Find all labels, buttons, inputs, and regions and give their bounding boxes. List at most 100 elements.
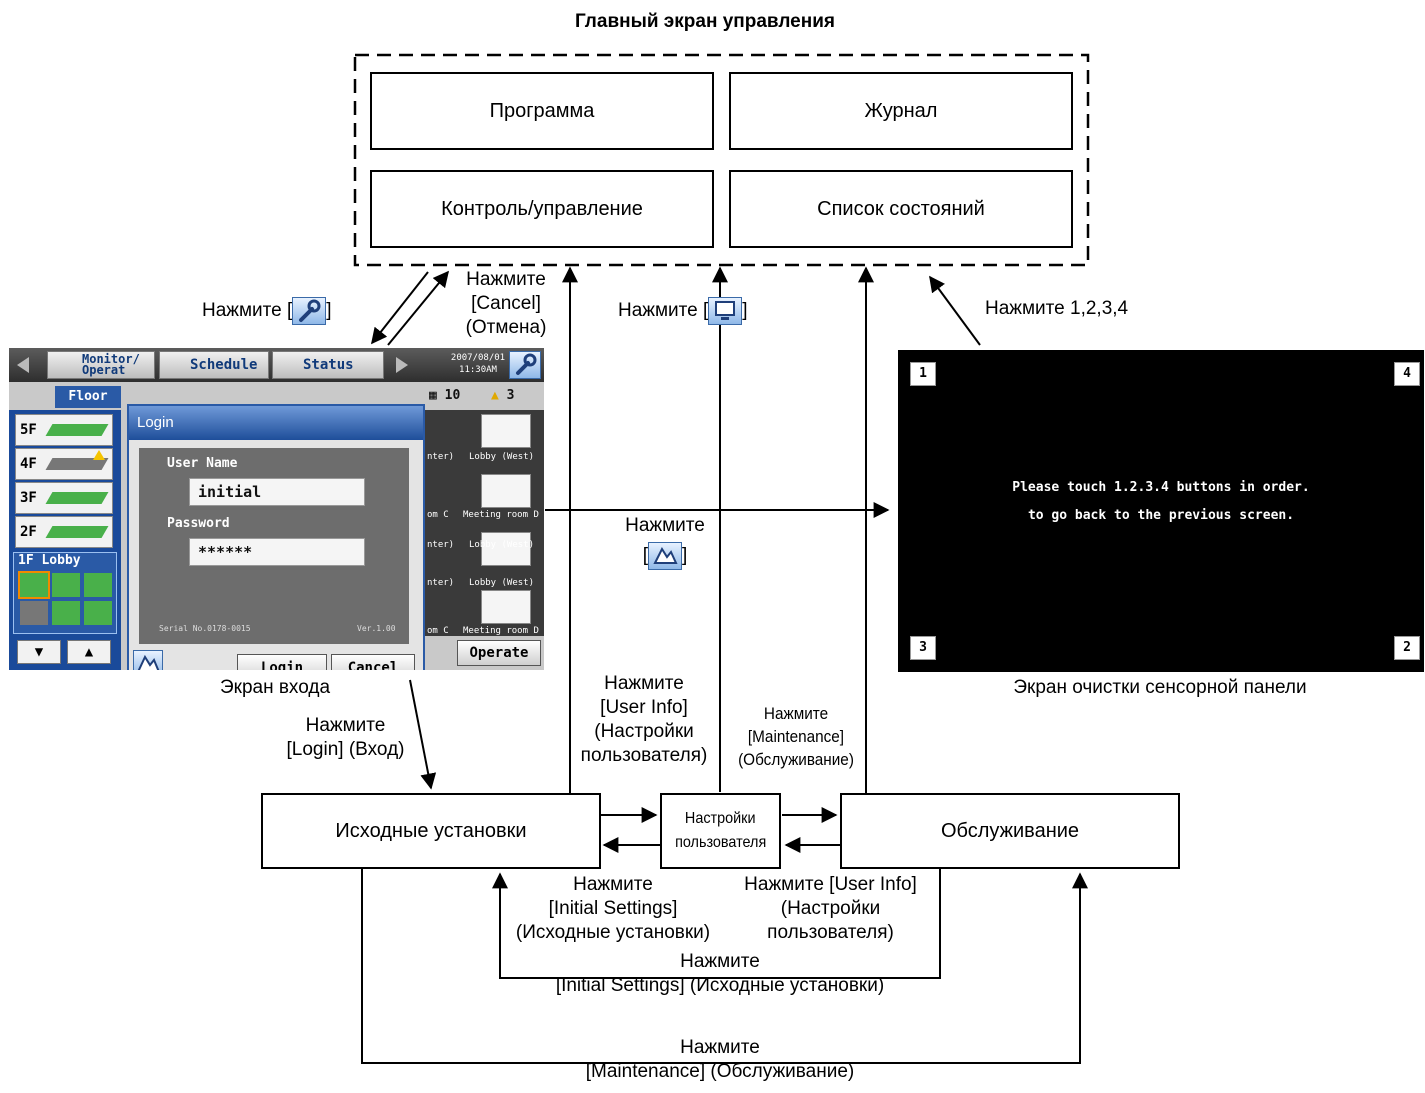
lobby-cell [20,601,48,625]
label-userinfo-2: (Настройки [594,721,694,742]
unit-label: om C [427,510,449,520]
label-initial-1: [Initial Settings] [548,898,678,919]
floor-map-icon [45,492,109,504]
clean-message-line1: Please touch 1.2.3.4 buttons in order. [1012,480,1310,495]
floor-map-icon [45,424,109,436]
version-number: Ver.1.00 [357,624,396,633]
warning-icon [93,450,105,460]
arrow-to-login [371,271,429,345]
unit-label: nter) [427,578,455,588]
tab-monitor-line1: Monitor/ [82,352,140,366]
label-maint-press: Нажмите [763,704,829,723]
arrow-initial-to-maint [361,867,1088,1064]
arrow-clean-to-main [929,275,981,346]
alert-triangle-icon: ▲ [491,388,499,403]
arrow-login-to-initial [409,679,437,790]
label-login-2: [Login] (Вход) [286,739,405,760]
login-datetime: 2007/08/01 11:30AM [447,352,509,376]
password-field: ****** [189,538,365,566]
cancel-button: Cancel [331,654,415,670]
login-dialog: Login User Name initial Password ****** … [127,404,425,670]
clean-button-4: 4 [1394,362,1420,386]
label-ui-right-1: Нажмите [User Info] [744,874,917,895]
login-time: 11:30AM [459,365,497,375]
label-maint-1: [Maintenance] [747,727,845,746]
tab-schedule: Schedule [159,351,269,379]
label-press-1234: Нажмите 1,2,3,4 [985,298,1129,319]
floor-tab: Floor [55,386,121,408]
label-press-login: Нажмите [Login] (Вход) [268,714,423,762]
label-press-wrench: Нажмите [ ] [202,297,332,325]
label-clean-icon-line: [ ] [620,542,710,570]
unit-label: Meeting room D [463,626,539,636]
tab-status: Status [272,351,384,379]
wrench-icon [292,297,327,325]
label-ui-right-2: (Настройки [780,898,881,919]
label-press-clean: Нажмите [ ] [620,514,710,570]
password-label: Password [167,516,230,531]
label-userinfo-1: [User Info] [600,697,688,718]
label-press-monitor: Нажмите [ ] [618,297,748,325]
arrow-cancel [387,270,450,346]
label-init-long: [Initial Settings] (Исходные установки) [555,975,885,996]
label-maint-long-press: Нажмите [680,1037,760,1058]
user-name-field: initial [189,478,365,506]
label-press-userinfo-right: Нажмите [User Info] (Настройки пользоват… [733,873,928,945]
scroll-down-icon: ▼ [17,640,61,664]
label-clean-open: [ [642,545,648,567]
label-press-initial: Нажмите [Initial Settings] (Исходные уст… [508,873,718,945]
scroll-up-icon: ▲ [67,640,111,664]
lobby-cell [84,573,112,597]
touch-panel-cleaning-icon [133,650,163,670]
box-monitor: Контроль/управление [370,170,714,248]
label-userinfo-press: Нажмите [604,673,684,694]
unit-label: Lobby (West) [469,540,535,550]
floor-lobby-label: 1F Lobby [18,553,81,568]
indoor-unit-icon [481,590,531,624]
box-journal: Журнал [729,72,1073,150]
indoor-unit-icon [481,532,531,566]
box-status-list: Список состояний [729,170,1073,248]
tab-monitor-line2: Operat [82,363,126,377]
unit-label: Lobby (West) [469,452,535,462]
floor-map-icon [45,526,109,538]
label-press-maint-long: Нажмите [Maintenance] (Обслуживание) [470,1036,970,1084]
lobby-cell [52,573,80,597]
label-cancel-2: (Отмена) [465,317,547,338]
user-settings-line1: Настройки [685,810,756,827]
arrow-maint-to-initial [492,867,941,979]
next-arrow-icon [396,357,408,373]
floor-3f-label: 3F [20,490,37,506]
floor-lobby: 1F Lobby [13,552,117,634]
user-settings-line2: пользователя [674,834,767,851]
clean-button-2: 2 [1394,636,1420,660]
user-name-label: User Name [167,456,238,471]
monitor-icon [708,297,743,325]
clean-message-line2: to go back to the previous screen. [1027,508,1295,523]
floor-2f-label: 2F [20,524,37,540]
lobby-cell [84,601,112,625]
label-press-monitor-open: Нажмите [ [618,300,709,322]
main-screen-frame [353,53,1090,267]
label-userinfo-3: пользователя) [580,745,708,766]
label-cancel-1: [Cancel] [471,293,541,314]
box-user-settings: Настройки пользователя [660,793,781,869]
touch-panel-cleaning-icon [648,542,682,570]
login-date: 2007/08/01 [450,353,506,363]
login-background-panel: Floor 5F 4F 3F 2F 1F Lobby ▼ ▲ ▦ 10 ▲ 3 … [9,382,544,670]
login-screen-screenshot: Monitor/ Operat Schedule Status 2007/08/… [9,348,544,670]
label-press-maint: Нажмите [Maintenance] (Обслуживание) [735,702,857,771]
label-press-wrench-close: ] [326,300,332,322]
caption-login-screen: Экран входа [219,677,331,698]
clean-button-3: 3 [910,636,936,660]
settings-wrench-icon [509,351,541,379]
box-program: Программа [370,72,714,150]
lobby-cell [18,571,50,599]
unit-label: nter) [427,540,455,550]
label-press-wrench-open: Нажмите [ [202,300,293,322]
serial-number: Serial No.0178-0015 [159,624,251,633]
lobby-cell [52,601,80,625]
label-maint-2: (Обслуживание) [738,750,854,769]
operate-button: Operate [457,640,541,666]
